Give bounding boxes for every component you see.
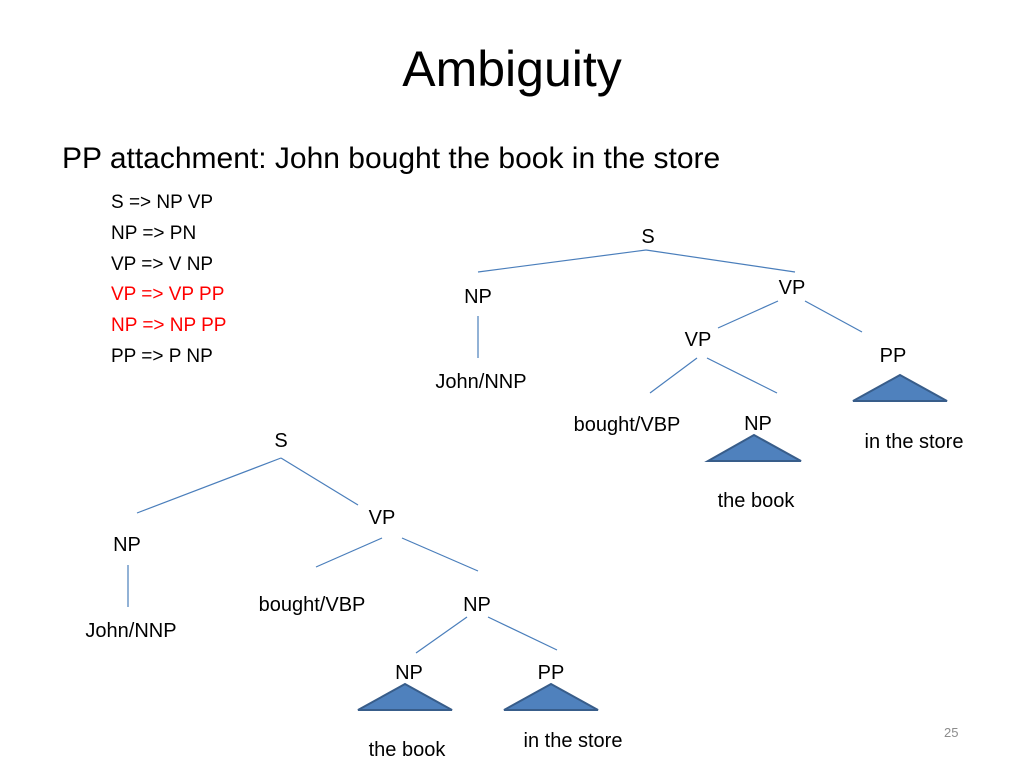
tree2-john-label: John/NNP bbox=[85, 620, 176, 642]
tree1-vp-inner-label: VP bbox=[685, 329, 712, 351]
slide-subtitle: PP attachment: John bought the book in t… bbox=[62, 142, 721, 175]
tree2-np-obj-label: NP bbox=[463, 594, 491, 616]
tree2-s-label: S bbox=[274, 430, 287, 452]
tree2-bought-label: bought/VBP bbox=[259, 594, 366, 616]
tree1-s-label: S bbox=[641, 226, 654, 248]
tree1-edge bbox=[717, 300, 779, 329]
tree1-edge bbox=[649, 357, 698, 394]
tree1-pp-label: PP bbox=[880, 345, 907, 367]
grammar-rules: S => NP VP NP => PN VP => V NP VP => VP PP N… bbox=[111, 188, 226, 373]
tree1-edge bbox=[477, 249, 647, 273]
tree1-edge bbox=[706, 357, 778, 394]
tree2-edge bbox=[280, 457, 359, 506]
tree2-edge bbox=[487, 616, 558, 651]
tree1-edge bbox=[645, 249, 796, 273]
tree2-np-label: NP bbox=[113, 534, 141, 556]
grammar-rule: VP => V NP bbox=[111, 253, 214, 275]
tree2-the-book-label: the book bbox=[369, 739, 447, 761]
tree2-np-inner-label: NP bbox=[395, 662, 423, 684]
tree1-vp-top-label: VP bbox=[779, 277, 806, 299]
tree2-pp-triangle bbox=[503, 682, 599, 711]
grammar-rule: PP => P NP bbox=[111, 345, 213, 367]
tree2-edge bbox=[401, 537, 479, 572]
tree1-john-label: John/NNP bbox=[435, 371, 526, 393]
tree2-edge bbox=[136, 457, 282, 514]
grammar-rule: S => NP VP bbox=[111, 192, 214, 213]
tree2-pp-label: PP bbox=[538, 662, 565, 684]
tree2-np-triangle bbox=[357, 682, 453, 711]
tree1-np-triangle bbox=[704, 433, 802, 462]
tree1-the-book-label: the book bbox=[718, 490, 796, 512]
grammar-rule: NP => NP PP bbox=[111, 315, 227, 337]
tree1-np-label: NP bbox=[464, 286, 492, 308]
tree-np-attachment: S NP John/NNP VP bought/VBP NP NP the bo… bbox=[85, 430, 622, 761]
tree1-pp-triangle bbox=[852, 373, 948, 402]
tree1-np-obj-label: NP bbox=[744, 413, 772, 435]
page-number: 25 bbox=[944, 725, 959, 740]
tree2-vp-label: VP bbox=[369, 507, 396, 529]
tree2-in-the-store-label: in the store bbox=[524, 730, 623, 752]
tree-vp-attachment: S NP John/NNP VP VP PP in the store boug… bbox=[435, 226, 963, 512]
tree1-in-the-store-label: in the store bbox=[865, 431, 964, 453]
slide-title: Ambiguity bbox=[402, 41, 622, 97]
tree2-edge bbox=[415, 616, 468, 654]
tree2-edge bbox=[315, 537, 383, 568]
grammar-rule: VP => VP PP bbox=[111, 284, 225, 306]
tree1-edge bbox=[804, 300, 863, 333]
tree1-bought-label: bought/VBP bbox=[574, 414, 681, 436]
grammar-rule: NP => PN bbox=[111, 222, 197, 244]
